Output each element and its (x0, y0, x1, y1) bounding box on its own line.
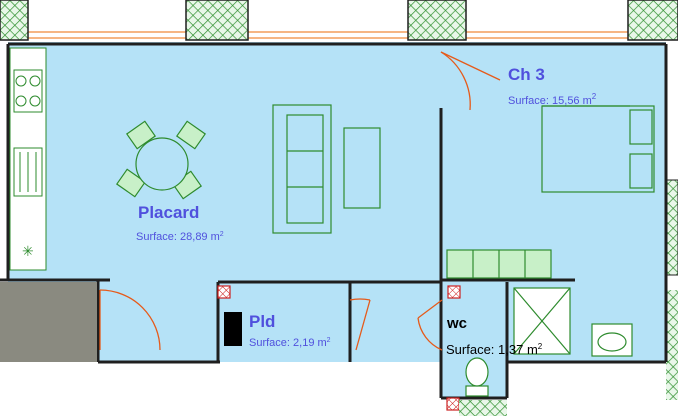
window-top-center (185, 0, 249, 41)
bedroom-door (440, 51, 501, 111)
balcony-right-hatch (666, 290, 678, 400)
sofa (272, 104, 332, 234)
shower (513, 287, 571, 355)
bottom-hatch (459, 400, 507, 416)
entrance-door (99, 289, 161, 351)
surface-unit-exponent: 2 (327, 337, 331, 344)
svg-text:✳: ✳ (22, 243, 34, 259)
coffee-table (343, 127, 381, 209)
room-surface-ch3: Surface: 15,56 m2 (508, 92, 597, 107)
outer-walls (6, 44, 668, 400)
wc-door (417, 299, 443, 351)
dining-table (115, 120, 207, 200)
surface-unit-exponent: 2 (220, 231, 224, 238)
wardrobe (446, 249, 552, 279)
surface-unit-exponent: 2 (592, 92, 597, 101)
exterior-block (0, 282, 97, 362)
storage-block (224, 312, 242, 346)
duct-wc (447, 285, 461, 299)
room-name-placard: Placard (138, 203, 199, 222)
toilet (465, 357, 489, 397)
room-surface-placard: Surface: 28,89 m2 (136, 231, 224, 243)
window-top-right (627, 0, 678, 41)
room-surface-pld: Surface: 2,19 m2 (249, 337, 331, 349)
room-name-ch3: Ch 3 (508, 65, 545, 84)
kitchen-counter: ✳ (9, 47, 47, 271)
window-top-mid-right (407, 0, 467, 41)
room-name-wc: wc (446, 315, 467, 332)
bed (541, 105, 655, 193)
room-surface-wc: Surface: 1,37 m2 (446, 342, 543, 357)
floor-area (8, 42, 666, 398)
duct-pld (217, 285, 231, 299)
surface-value-pld: Surface: 2,19 m (249, 337, 327, 349)
window-top-left (0, 0, 29, 41)
surface-value-ch3: Surface: 15,56 m (508, 95, 592, 107)
surface-value-wc: Surface: 1,37 m (446, 342, 538, 357)
surface-value-placard: Surface: 28,89 m (136, 231, 220, 243)
surface-unit-exponent: 2 (538, 342, 543, 351)
exterior-top-wall (0, 31, 678, 46)
duct-bottom (446, 397, 460, 411)
washbasin (591, 323, 633, 357)
pld-door (349, 298, 371, 351)
room-name-pld: Pld (249, 312, 275, 331)
